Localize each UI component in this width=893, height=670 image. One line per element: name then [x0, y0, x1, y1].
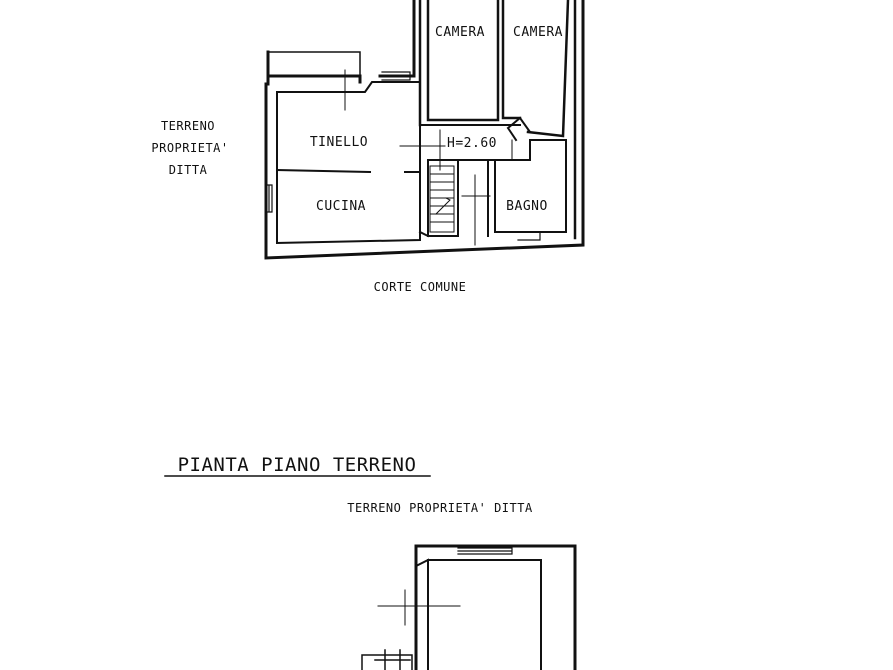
ground-plan [164, 475, 577, 670]
room-label-camera-right: CAMERA [513, 25, 563, 40]
ground-outer-wall [414, 544, 577, 670]
corte-comune-label: CORTE COMUNE [374, 280, 467, 294]
room-label-bagno: BAGNO [506, 199, 548, 214]
side-label-line-2: PROPRIETA' [151, 141, 228, 155]
room-label-cucina: CUCINA [316, 199, 366, 214]
ground-inner-wall [414, 558, 542, 670]
room-label-camera-left: CAMERA [435, 25, 485, 40]
ground-window-top [457, 547, 513, 555]
tinello-cucina-partition [275, 168, 421, 174]
height-note: H=2.60 [447, 136, 497, 151]
side-label-line-1: TERRENO [161, 119, 215, 133]
section-marks-upper [329, 69, 513, 246]
room-label-tinello: TINELLO [310, 135, 368, 150]
window-left [265, 184, 273, 213]
bagno-walls [494, 139, 567, 233]
window-bottom [517, 231, 541, 241]
upper-plan [264, 0, 585, 260]
upper-outer-wall [264, 0, 585, 260]
ground-plan-title: PIANTA PIANO TERRENO [178, 454, 417, 476]
stair-upper [429, 165, 455, 233]
ground-door-bottom [361, 649, 413, 670]
section-mark-ground [377, 589, 461, 626]
camera-walls [418, 0, 577, 240]
corridor-walls [418, 124, 521, 238]
side-label-line-3: DITTA [169, 163, 208, 177]
window-top [381, 71, 411, 81]
upper-inner-wall-left [275, 81, 421, 245]
camera-door-diagonal [506, 116, 532, 142]
ground-plan-top-label: TERRENO PROPRIETA' DITTA [347, 501, 533, 515]
upper-balcony-outline [267, 51, 361, 77]
